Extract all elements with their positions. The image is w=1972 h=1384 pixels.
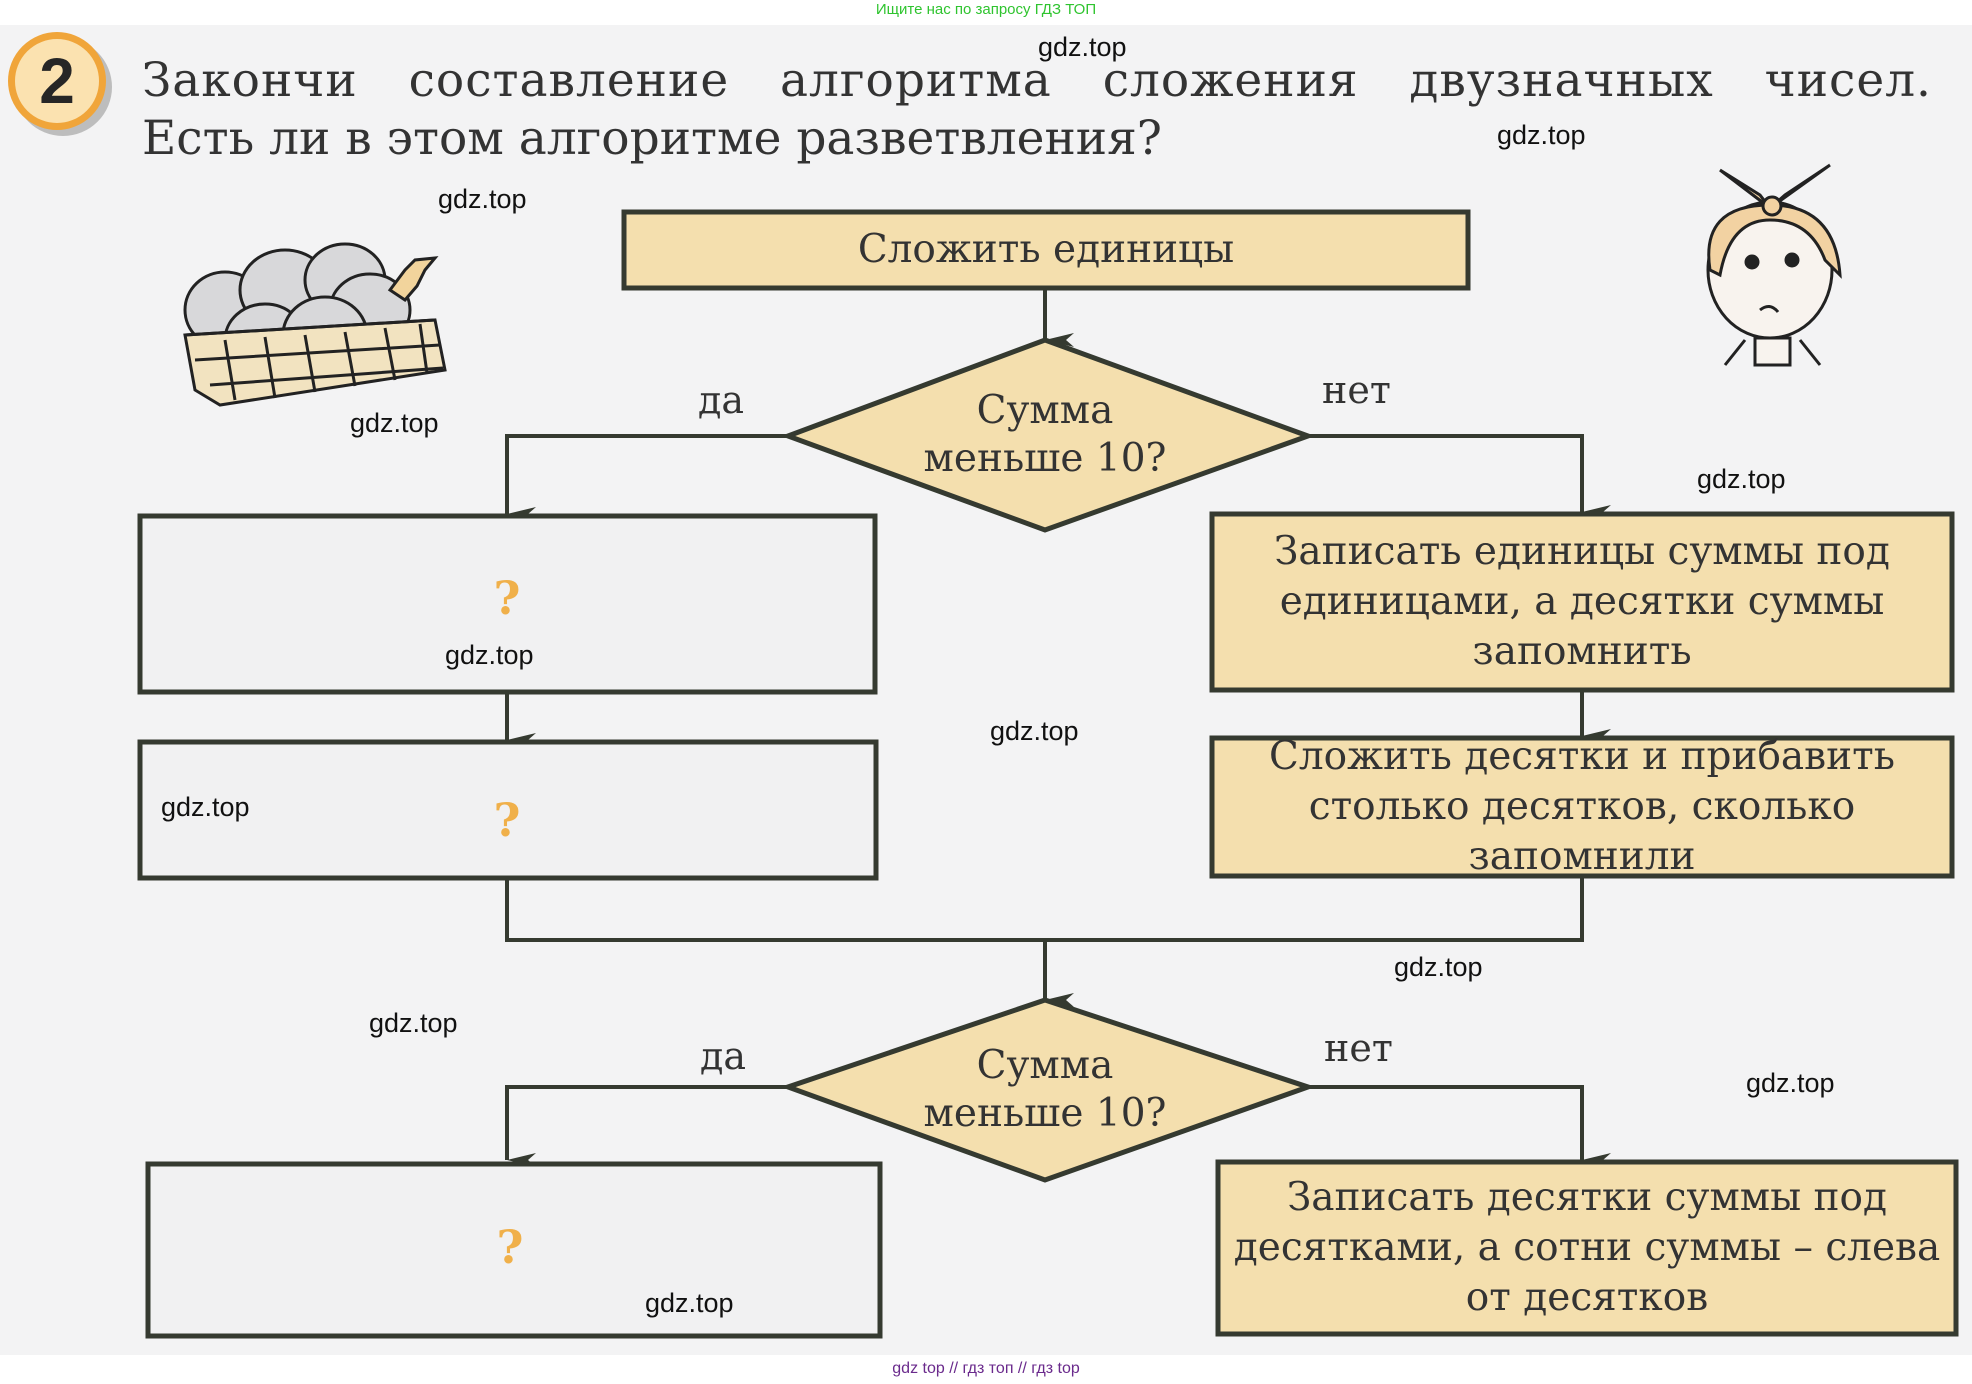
no1-box1-label: Записать единицы суммы под единицами, а … bbox=[1274, 529, 1890, 674]
connector-decision2-no bbox=[1308, 1085, 1611, 1167]
no1-box2-label: Сложить десятки и прибавить столько деся… bbox=[1269, 734, 1895, 879]
watermark: gdz.top bbox=[350, 408, 439, 438]
task-heading-line2: Есть ли в этом алгоритме разветвления? bbox=[142, 111, 1162, 166]
decision1-line2: меньше 10? bbox=[923, 436, 1167, 481]
decision2-diamond bbox=[780, 997, 1316, 1183]
task-heading: Закончи составление алгоритма сложения д… bbox=[142, 52, 1962, 168]
connector-merge bbox=[505, 876, 1584, 942]
yes1-box2 bbox=[137, 739, 879, 881]
egg-basket-illustration bbox=[183, 242, 447, 407]
connector-decision1-yes bbox=[505, 434, 788, 521]
watermark: gdz.top bbox=[1746, 1068, 1835, 1098]
yes1-box2-placeholder[interactable]: ? bbox=[493, 793, 521, 847]
watermark: gdz.top bbox=[1038, 32, 1127, 62]
decision2-label: Сумма меньше 10? bbox=[840, 1020, 1250, 1160]
watermark: gdz.top bbox=[1394, 952, 1483, 982]
task-number-badge: 2 bbox=[8, 32, 106, 130]
watermark: gdz.top bbox=[645, 1288, 734, 1318]
watermark: gdz.top bbox=[161, 792, 250, 822]
yes2-box-placeholder[interactable]: ? bbox=[496, 1220, 524, 1274]
decision1-yes-label: да bbox=[698, 378, 745, 422]
watermark: gdz.top bbox=[1697, 464, 1786, 494]
watermark: gdz.top bbox=[1497, 120, 1586, 150]
connector-decision2-yes bbox=[505, 1085, 788, 1167]
yes2-box bbox=[145, 1161, 883, 1339]
task-heading-line1: Закончи составление алгоритма сложения д… bbox=[142, 53, 1932, 108]
top-banner[interactable]: Ищите нас по запросу ГДЗ ТОП bbox=[875, 1, 1097, 18]
no2-box-label: Записать десятки суммы под десятками, а … bbox=[1233, 1175, 1941, 1320]
girl-character-illustration bbox=[1706, 163, 1842, 367]
yes1-box1-placeholder[interactable]: ? bbox=[493, 571, 521, 625]
decision2-line2: меньше 10? bbox=[923, 1091, 1167, 1136]
yes1-box1 bbox=[137, 513, 878, 695]
no2-box bbox=[1215, 1159, 1959, 1337]
decision1-label: Сумма меньше 10? bbox=[840, 360, 1250, 510]
no1-box1 bbox=[1209, 511, 1955, 693]
decision2-no-label: нет bbox=[1324, 1026, 1393, 1070]
connector-decision1-no bbox=[1308, 434, 1611, 519]
watermark: gdz.top bbox=[990, 716, 1079, 746]
watermark: gdz.top bbox=[445, 640, 534, 670]
decision1-no-label: нет bbox=[1322, 368, 1391, 412]
no1-box2 bbox=[1209, 735, 1955, 879]
watermark: gdz.top bbox=[369, 1008, 458, 1038]
decision1-diamond bbox=[780, 337, 1316, 533]
start-box-label: Сложить единицы bbox=[857, 227, 1235, 272]
decision1-line1: Сумма bbox=[976, 388, 1114, 433]
decision2-line1: Сумма bbox=[976, 1043, 1114, 1088]
decision2-yes-label: да bbox=[700, 1034, 747, 1078]
start-box bbox=[621, 209, 1471, 291]
watermark: gdz.top bbox=[438, 184, 527, 214]
bottom-banner[interactable]: gdz top // гдз топ // гдз top bbox=[892, 1360, 1080, 1377]
